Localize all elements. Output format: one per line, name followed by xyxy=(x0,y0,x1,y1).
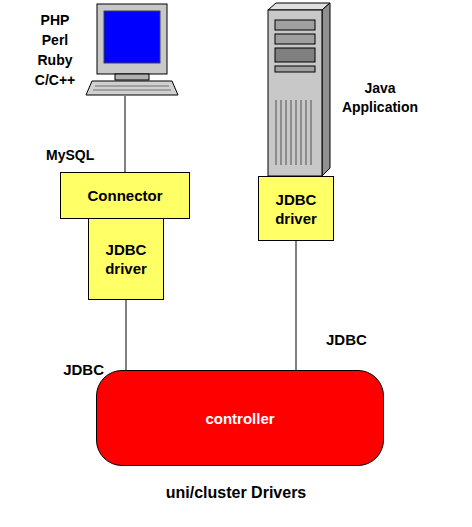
computer-icon xyxy=(86,4,178,172)
caption: uni/cluster Drivers xyxy=(0,484,472,502)
language-list: PHP Perl Ruby C/C++ xyxy=(26,10,84,90)
label-text: MySQL xyxy=(46,147,94,163)
label-text: PHP Perl Ruby C/C++ xyxy=(35,12,75,88)
driver-box: JDBC driver xyxy=(258,176,334,241)
node-text: JDBC driver xyxy=(265,190,327,228)
server-icon xyxy=(268,3,330,176)
driver-box: JDBC driver xyxy=(88,218,164,300)
connector-line xyxy=(126,300,127,370)
connector-line xyxy=(296,241,297,370)
edge-label: JDBC xyxy=(63,360,104,379)
protocol-label: MySQL xyxy=(46,146,116,165)
node-text: Connector xyxy=(88,186,163,205)
connector-box: Connector xyxy=(60,172,190,219)
wire xyxy=(125,96,126,172)
caption-text: uni/cluster Drivers xyxy=(166,484,307,501)
application-label: Java Application xyxy=(330,79,430,117)
node-text: JDBC driver xyxy=(95,240,157,278)
edge-label: JDBC xyxy=(326,330,367,349)
label-text: Java Application xyxy=(342,80,418,115)
edge-label-text: JDBC xyxy=(326,331,367,348)
controller-box: controller xyxy=(96,370,384,466)
edge-label-text: JDBC xyxy=(63,361,104,378)
node-text: controller xyxy=(205,409,274,428)
